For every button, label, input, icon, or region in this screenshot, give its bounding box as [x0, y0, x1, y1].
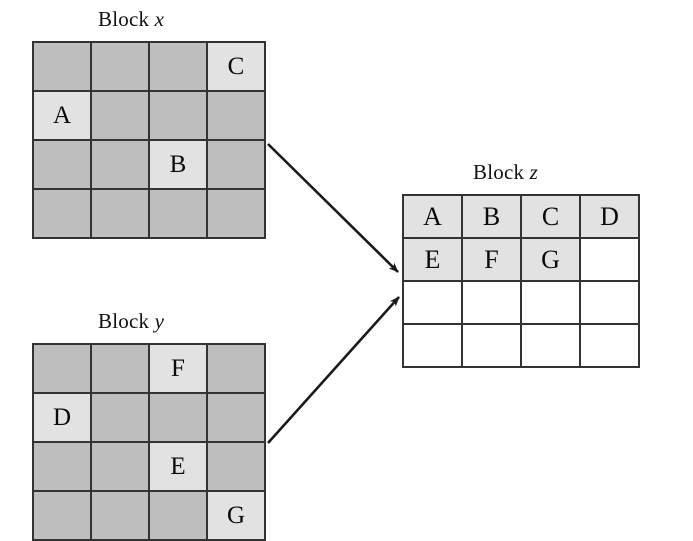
block-x-cell-r2c3 — [208, 141, 264, 188]
block-x-cell-r1c3 — [208, 92, 264, 139]
block-z-cell-r1c3 — [581, 239, 638, 280]
block-z-cell-r3c2 — [522, 325, 579, 366]
block-x-cell-r2c1 — [92, 141, 148, 188]
block-y-title: Block y — [98, 308, 164, 334]
block-x-cell-r0c3: C — [208, 43, 264, 90]
block-x-cell-r0c1 — [92, 43, 148, 90]
block-x-grid: C A B — [32, 41, 266, 239]
block-z-cell-r1c0: E — [404, 239, 461, 280]
block-y-title-prefix: Block — [98, 309, 150, 333]
block-y-cell-r0c1 — [92, 345, 148, 392]
block-y-cell-r1c2 — [150, 394, 206, 441]
block-y-cell-r0c2: F — [150, 345, 206, 392]
block-y-cell-r0c3 — [208, 345, 264, 392]
block-z-title-prefix: Block — [473, 160, 525, 184]
block-x-cell-r0c0 — [34, 43, 90, 90]
block-z-cell-r3c1 — [463, 325, 520, 366]
block-x-cell-r1c1 — [92, 92, 148, 139]
block-z-cell-r3c0 — [404, 325, 461, 366]
block-x-cell-r1c2 — [150, 92, 206, 139]
block-y-cell-r2c0 — [34, 443, 90, 490]
block-y-cell-r2c3 — [208, 443, 264, 490]
block-z-cell-r0c2: C — [522, 196, 579, 237]
block-x-cell-r2c0 — [34, 141, 90, 188]
block-z-title: Block z — [473, 159, 538, 185]
block-z-title-variable: z — [529, 160, 538, 184]
block-y-cell-r2c2: E — [150, 443, 206, 490]
block-x-title-prefix: Block — [98, 7, 150, 31]
block-x-cell-r2c2: B — [150, 141, 206, 188]
block-z-cell-r2c3 — [581, 282, 638, 323]
block-y-cell-r1c3 — [208, 394, 264, 441]
block-y-cell-r0c0 — [34, 345, 90, 392]
block-z-cell-r1c2: G — [522, 239, 579, 280]
block-x-cell-r0c2 — [150, 43, 206, 90]
block-z-cell-r2c1 — [463, 282, 520, 323]
arrow-x-to-z — [267, 143, 399, 273]
block-z-cell-r2c0 — [404, 282, 461, 323]
block-y-cell-r2c1 — [92, 443, 148, 490]
block-y-cell-r3c0 — [34, 492, 90, 539]
block-x-cell-r3c3 — [208, 190, 264, 237]
block-z-cell-r1c1: F — [463, 239, 520, 280]
block-z-cell-r0c0: A — [404, 196, 461, 237]
block-x-cell-r3c2 — [150, 190, 206, 237]
block-y-cell-r1c0: D — [34, 394, 90, 441]
block-x-cell-r3c1 — [92, 190, 148, 237]
block-x-cell-r1c0: A — [34, 92, 90, 139]
block-x-title-variable: x — [154, 7, 165, 31]
block-y-cell-r3c1 — [92, 492, 148, 539]
block-y-cell-r1c1 — [92, 394, 148, 441]
block-y-title-variable: y — [154, 309, 165, 333]
block-z-cell-r2c2 — [522, 282, 579, 323]
block-z-cell-r3c3 — [581, 325, 638, 366]
block-y-cell-r3c2 — [150, 492, 206, 539]
block-y-cell-r3c3: G — [208, 492, 264, 539]
block-z-cell-r0c3: D — [581, 196, 638, 237]
arrow-y-to-z — [267, 296, 400, 444]
block-x-cell-r3c0 — [34, 190, 90, 237]
block-x-title: Block x — [98, 6, 164, 32]
block-z-cell-r0c1: B — [463, 196, 520, 237]
